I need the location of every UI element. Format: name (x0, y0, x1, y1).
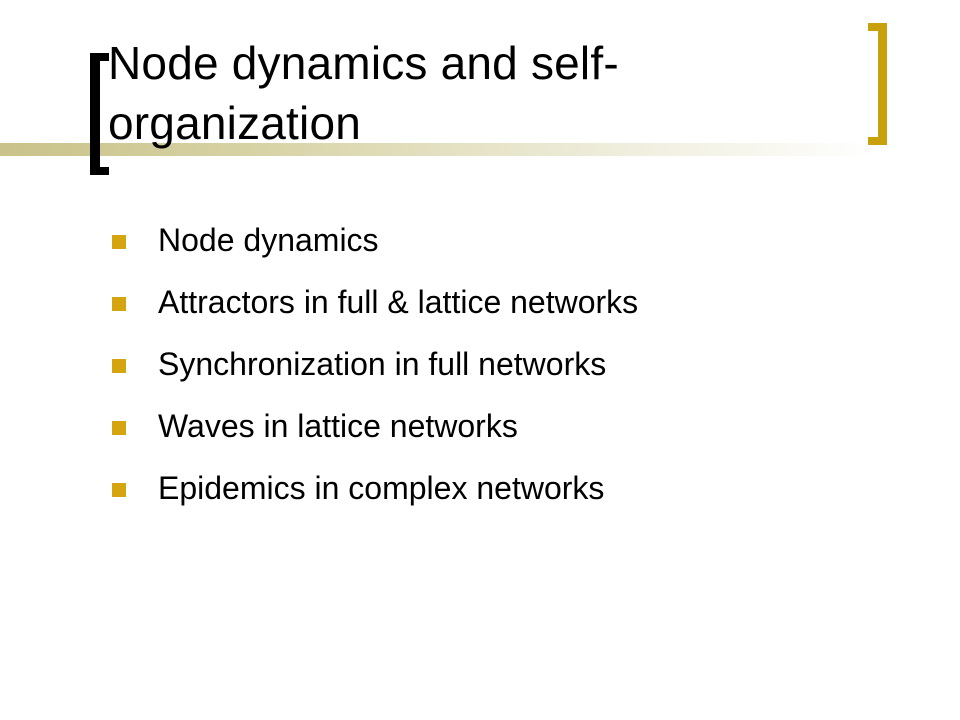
left-bracket-bottom (90, 167, 109, 175)
right-bracket-icon (878, 23, 887, 145)
right-bracket-bottom (868, 137, 887, 145)
bullet-text: Node dynamics (158, 222, 379, 258)
slide-title-line-2: organization (108, 97, 362, 149)
bullet-text: Waves in lattice networks (158, 408, 518, 444)
square-bullet-icon (112, 235, 126, 249)
slide-title: Node dynamics and self- organization (108, 33, 808, 153)
slide-title-line-1: Node dynamics and self- (108, 37, 619, 89)
left-bracket-icon (90, 53, 100, 175)
square-bullet-icon (112, 297, 126, 311)
bullet-text: Attractors in full & lattice networks (158, 284, 639, 320)
square-bullet-icon (112, 359, 126, 373)
bullet-text: Synchronization in full networks (158, 346, 607, 382)
right-bracket-top (868, 23, 887, 31)
square-bullet-icon (112, 483, 126, 497)
bullet-text: Epidemics in complex networks (158, 470, 605, 506)
left-bracket-top (90, 53, 109, 61)
square-bullet-icon (112, 421, 126, 435)
title-underline-bar (0, 143, 880, 156)
